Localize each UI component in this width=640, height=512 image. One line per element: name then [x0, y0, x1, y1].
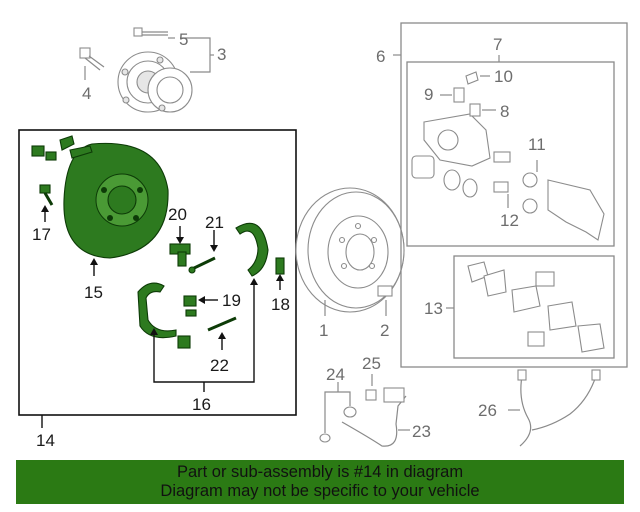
caliper-box-6: [400, 22, 628, 368]
callout-25: 25: [362, 354, 381, 373]
brake-pads: [467, 261, 605, 353]
shoe-left: [137, 282, 177, 339]
callout-6: 6: [376, 47, 385, 66]
shoe-right: [235, 222, 269, 277]
hub-bearing-assembly: [117, 51, 193, 113]
callout-8: 8: [500, 102, 509, 121]
cup-clip: [177, 335, 191, 349]
notice-line-2: Diagram may not be specific to your vehi…: [160, 482, 480, 500]
callout-13: 13: [424, 299, 443, 318]
bolt-25: [365, 389, 377, 401]
brake-rotor: [295, 187, 405, 313]
shoe-20-hardware: [169, 243, 191, 267]
callout-18: 18: [271, 295, 290, 314]
callout-20: 20: [168, 205, 187, 224]
small-parts-8-9-10-12: [453, 71, 509, 193]
caliper-bracket: [522, 172, 605, 241]
notice-banner: Part or sub-assembly is #14 in diagram D…: [16, 460, 624, 504]
pads-box-13: [453, 255, 615, 359]
caliper-box-7: [406, 61, 615, 247]
hub-bolt-5: [133, 27, 168, 37]
bolt-17: [39, 184, 54, 206]
spring-19: [183, 295, 197, 317]
callout-23: 23: [412, 422, 431, 441]
callout-16: 16: [192, 395, 211, 414]
piston-seals: [411, 155, 478, 198]
callout-14: 14: [36, 431, 55, 450]
sub-assembly-14-box: [18, 129, 297, 416]
callout-22: 22: [210, 356, 229, 375]
callout-5: 5: [179, 30, 188, 49]
callout-2: 2: [380, 321, 389, 340]
rotor-screw-2: [377, 285, 393, 297]
callout-21: 21: [205, 213, 224, 232]
callout-9: 9: [424, 85, 433, 104]
abs-sensor-26: [517, 369, 601, 447]
washers-24: [319, 406, 357, 443]
backing-plate-15: [63, 142, 169, 259]
adjuster-21: [188, 256, 216, 274]
callout-12: 12: [500, 211, 519, 230]
spring-22: [207, 316, 237, 332]
pin-18: [275, 257, 285, 275]
notice-line-1: Part or sub-assembly is #14 in diagram: [176, 463, 464, 481]
callout-11: 11: [528, 135, 546, 154]
parts-diagram: 4 5 3 17 15 20 21: [18, 22, 628, 450]
caliper-body: [423, 113, 511, 167]
callout-4: 4: [82, 84, 91, 103]
callout-17: 17: [32, 225, 51, 244]
callout-15: 15: [84, 283, 103, 302]
callout-1: 1: [319, 321, 328, 340]
callout-10: 10: [494, 67, 513, 86]
callout-19: 19: [222, 291, 241, 310]
brake-hose-23: [341, 387, 407, 447]
callout-24: 24: [326, 365, 345, 384]
callout-7: 7: [493, 35, 502, 54]
callout-26: 26: [478, 401, 497, 420]
hub-bolt-4: [79, 47, 105, 71]
hardware-clips: [31, 135, 93, 161]
callout-3: 3: [217, 45, 226, 64]
